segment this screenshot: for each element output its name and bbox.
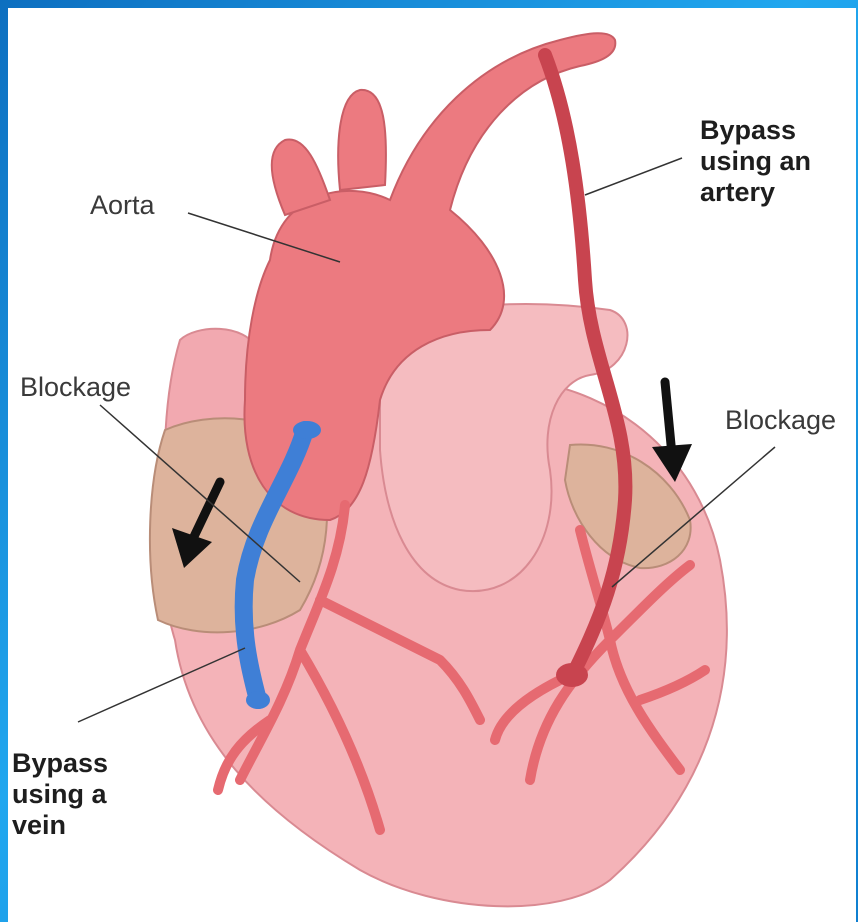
arrow-right [665, 382, 672, 455]
label-blockage-right: Blockage [725, 405, 836, 436]
label-bypass-artery: Bypass using an artery [700, 115, 811, 208]
leader-bypass-artery [585, 158, 682, 195]
aortic-branch-1 [272, 139, 330, 215]
label-aorta: Aorta [90, 190, 155, 221]
vein-graft-bottom [246, 691, 270, 709]
vein-graft-top [293, 421, 321, 439]
label-blockage-left: Blockage [20, 372, 131, 403]
label-bypass-vein: Bypass using a vein [12, 748, 108, 841]
artery-graft-anastomosis [556, 663, 588, 687]
aortic-branch-2 [338, 90, 386, 190]
